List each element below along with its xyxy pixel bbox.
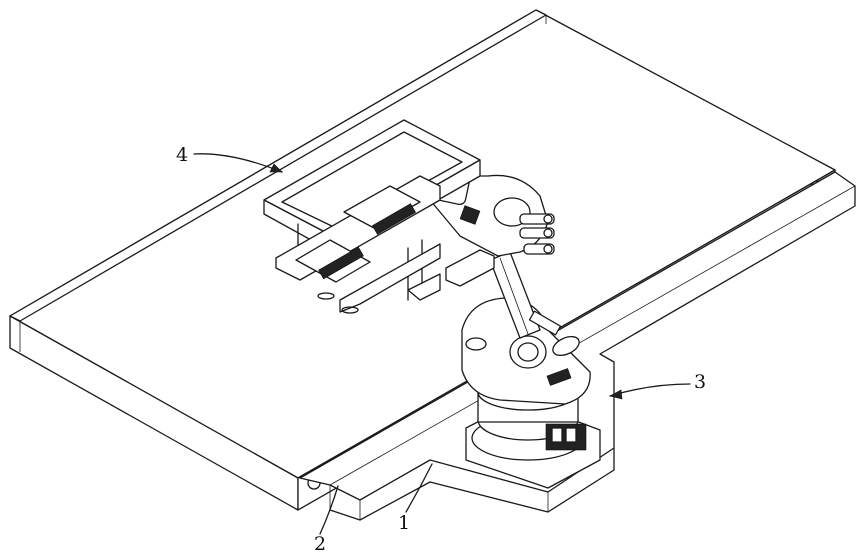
label-part-1: 1 — [398, 512, 410, 534]
label-part-2: 2 — [314, 533, 326, 555]
label-part-3: 3 — [694, 371, 706, 393]
label-part-4: 4 — [176, 144, 188, 166]
